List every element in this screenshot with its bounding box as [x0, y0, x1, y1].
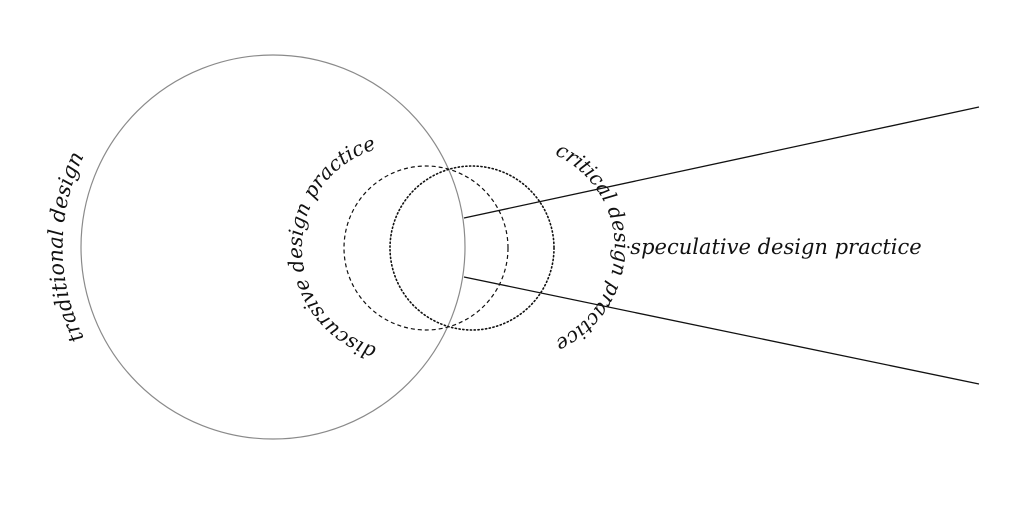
critical-design-label: critical design practice [552, 137, 634, 357]
discursive-design-label: discursive design practice [283, 131, 378, 365]
speculative-cone-lower-line [463, 276, 980, 385]
critical-design-circle [389, 165, 555, 331]
discursive-design-circle [343, 165, 509, 331]
traditional-design-circle [80, 54, 466, 440]
speculative-design-label: speculative design practice [630, 235, 921, 259]
speculative-cone-upper-line [463, 106, 980, 219]
traditional-design-label: traditional design [44, 148, 89, 347]
